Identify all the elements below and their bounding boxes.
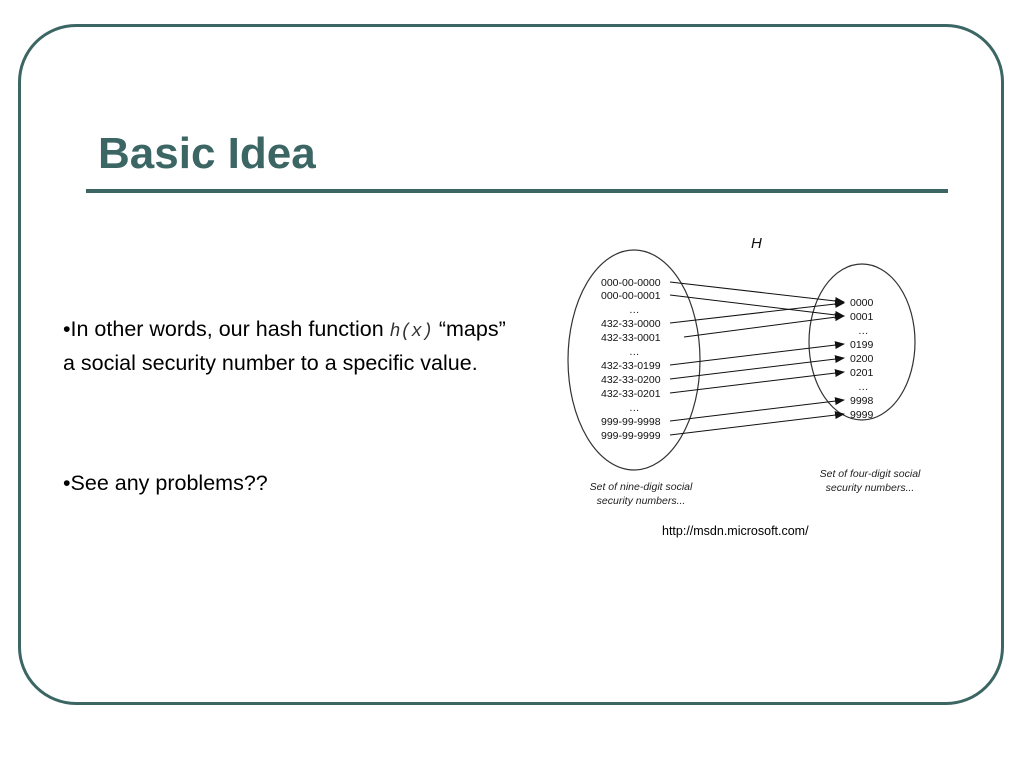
title-underline — [86, 189, 948, 193]
hash-function-code: h(x) — [389, 322, 433, 342]
slide-frame — [18, 24, 1004, 705]
bullet-1-suffix: “maps” a social security number to a spe… — [63, 317, 506, 375]
bullet-see-problems: •See any problems?? — [63, 471, 268, 495]
source-link[interactable]: http://msdn.microsoft.com/ — [662, 524, 809, 538]
bullet-hash-function: •In other words, our hash function h(x) … — [63, 314, 513, 379]
slide-title: Basic Idea — [98, 129, 316, 178]
bullet-1-prefix: •In other words, our hash function — [63, 317, 390, 341]
